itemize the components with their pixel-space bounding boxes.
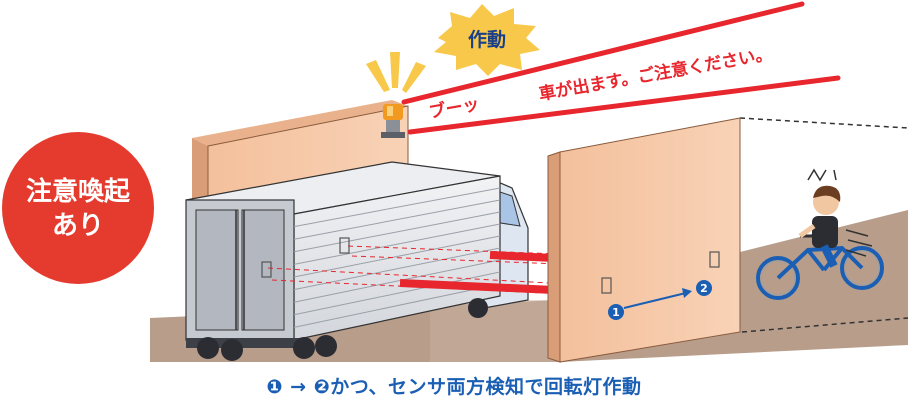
caption: ❶ → ❷かつ、センサ両方検知で回転灯作動 <box>266 376 642 398</box>
marker-one-label: 1 <box>612 306 620 319</box>
truck-rib <box>293 223 501 265</box>
truck-rib <box>293 187 501 228</box>
truck-side-ribs <box>293 187 501 328</box>
activation-burst <box>434 4 540 76</box>
sensor-right-upper <box>709 251 720 268</box>
sensor-right-lower <box>601 277 612 294</box>
gate-dashed-outline-2 <box>741 317 908 333</box>
sensor-left-lower <box>261 261 272 278</box>
badge-line-2: あり <box>52 211 104 241</box>
gate-dashed-outline <box>739 117 908 129</box>
floor-shade <box>430 300 560 362</box>
truck-rib <box>293 271 501 316</box>
speech-lines <box>401 1 841 135</box>
truck-rib <box>293 211 501 253</box>
announcement-message: 車が出ます。ご注意ください。 <box>537 43 773 105</box>
back-wall-top <box>192 100 408 146</box>
arrow-head-icon <box>682 288 692 298</box>
marker-two-label: 2 <box>700 282 708 295</box>
warning-badge <box>2 132 154 284</box>
marker-one <box>608 304 624 320</box>
front-wall-side <box>547 151 561 363</box>
announcement-sound: ブーッ <box>427 93 481 123</box>
truck-rib <box>293 259 501 303</box>
badge-line-1: 注意喚起 <box>26 176 131 207</box>
sensor-left-upper <box>339 237 350 254</box>
cyclist-icon <box>756 168 884 300</box>
burst-label: 作動 <box>468 28 506 51</box>
truck-rib <box>293 199 501 240</box>
light-rays-icon <box>366 52 426 93</box>
rotating-light-icon <box>381 104 405 138</box>
marker-two <box>696 280 712 296</box>
truck-rib <box>293 235 501 278</box>
truck-rib <box>293 283 501 328</box>
sequence-arrow <box>623 291 691 309</box>
front-wall <box>559 117 741 363</box>
